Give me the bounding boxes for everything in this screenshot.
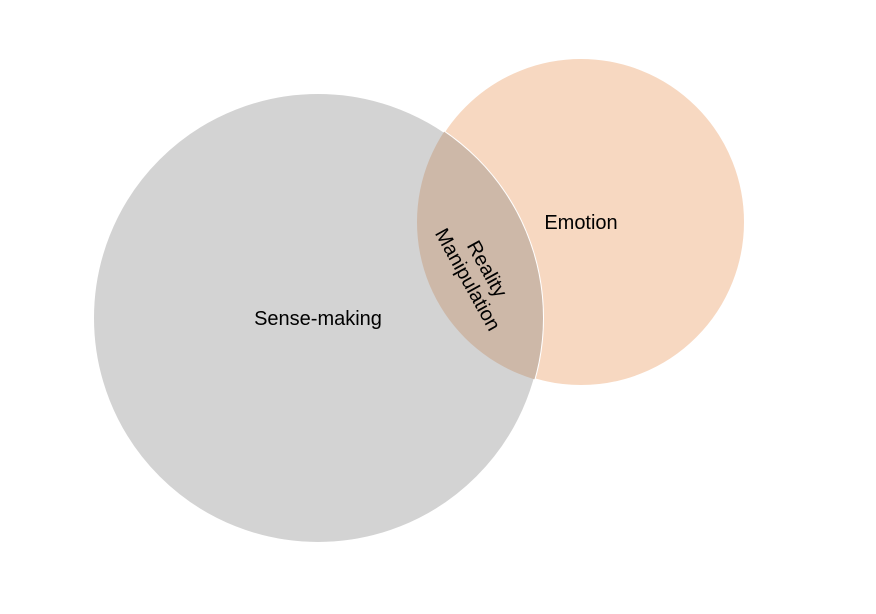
sense-making-label: Sense-making (254, 308, 382, 330)
emotion-label: Emotion (544, 212, 617, 234)
